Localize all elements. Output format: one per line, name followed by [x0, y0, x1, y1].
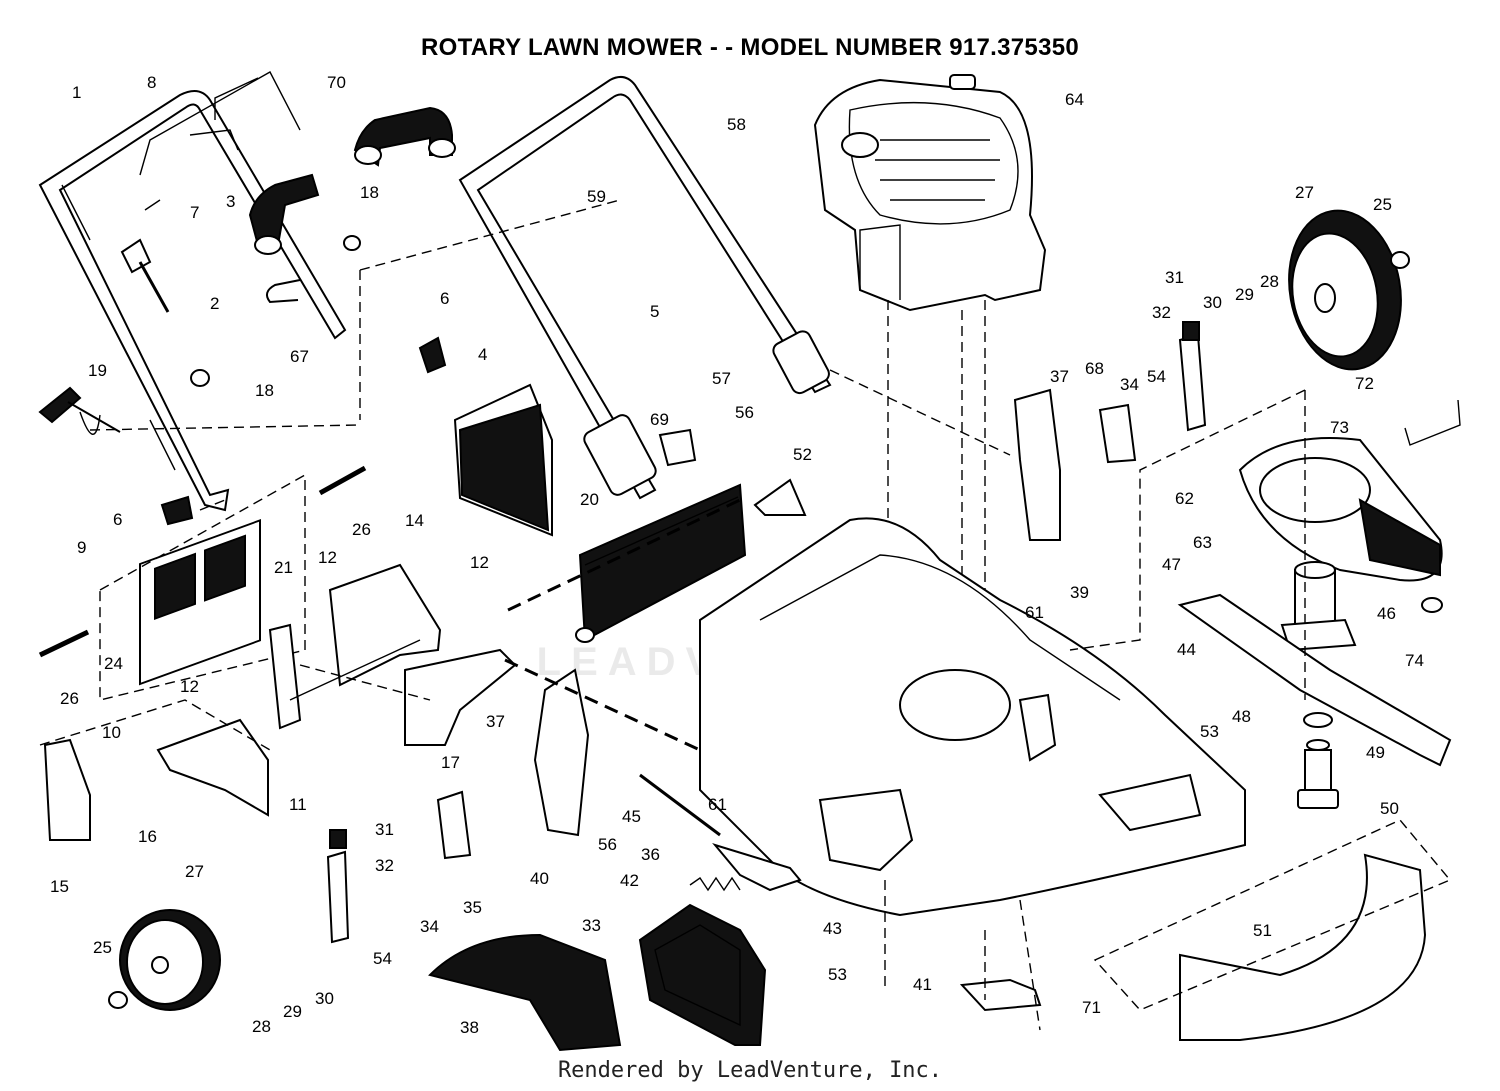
upper-handle-part-58[interactable] — [458, 75, 832, 500]
lever-part-32-left[interactable] — [326, 829, 350, 944]
blade-part-47[interactable] — [1177, 593, 1452, 767]
u-bolt-part-67[interactable] — [265, 279, 301, 304]
nuts-part-25[interactable] — [108, 251, 1410, 1009]
cover-part-33[interactable] — [638, 903, 767, 1046]
chute-part-17[interactable] — [404, 648, 517, 746]
front-wheel-part-27[interactable] — [119, 909, 221, 1011]
bolt-part-26-lower[interactable] — [38, 629, 90, 658]
washer-part-49[interactable] — [1306, 739, 1330, 751]
washer-part-48[interactable] — [1303, 712, 1333, 728]
deflector-part-52[interactable] — [753, 478, 807, 516]
clip-part-69[interactable] — [658, 428, 697, 467]
rear-skirt-part-51[interactable] — [1093, 819, 1452, 1041]
bracket-part-16[interactable] — [156, 718, 269, 817]
mower-deck-part-44[interactable] — [699, 517, 1246, 917]
washers-18[interactable] — [190, 235, 361, 387]
catcher-frame-part-9[interactable] — [99, 473, 306, 701]
baffle-part-62[interactable] — [1238, 437, 1443, 582]
diagram-title: ROTARY LAWN MOWER - - MODEL NUMBER 917.3… — [420, 34, 1080, 61]
bag-part-38[interactable] — [428, 933, 622, 1052]
knob-part-6-upper[interactable] — [418, 336, 447, 374]
blade-adapter-part-46[interactable] — [1280, 561, 1357, 652]
control-bar-part-8[interactable] — [139, 71, 301, 211]
axle-part-36[interactable] — [712, 843, 802, 892]
bolt-part-50[interactable] — [1297, 749, 1339, 809]
spring-part-42[interactable] — [689, 876, 741, 892]
bracket-part-15[interactable] — [43, 738, 91, 841]
knob-part-6-lower[interactable] — [160, 495, 194, 526]
height-bracket-part-40[interactable] — [533, 668, 590, 837]
footer-credit: Rendered by LeadVenture, Inc. — [557, 1058, 943, 1083]
rear-flap-part-20[interactable] — [575, 483, 747, 643]
hinge-bracket-part-14[interactable] — [268, 563, 442, 730]
lever-part-32-right[interactable] — [1178, 321, 1207, 432]
axle-part-45[interactable] — [639, 773, 721, 837]
skirt-bracket-part-71[interactable] — [959, 978, 1042, 1012]
bolt-part-26-upper[interactable] — [318, 465, 367, 496]
knob-part-19[interactable] — [38, 386, 121, 435]
hose-part-70[interactable] — [248, 106, 456, 255]
engine-part-64[interactable] — [813, 74, 1047, 312]
lower-handle-part-1[interactable] — [38, 90, 347, 512]
cable-part-2[interactable] — [120, 238, 170, 313]
nut-part-74[interactable] — [1421, 597, 1443, 613]
plate-part-35[interactable] — [436, 790, 472, 860]
plate-part-68[interactable] — [1098, 403, 1137, 464]
height-bracket-part-39[interactable] — [1013, 388, 1061, 541]
wire-part-73[interactable] — [1404, 399, 1461, 446]
rear-wheel-part-27[interactable] — [1277, 202, 1413, 379]
mulch-plate-part-4[interactable] — [453, 383, 553, 537]
